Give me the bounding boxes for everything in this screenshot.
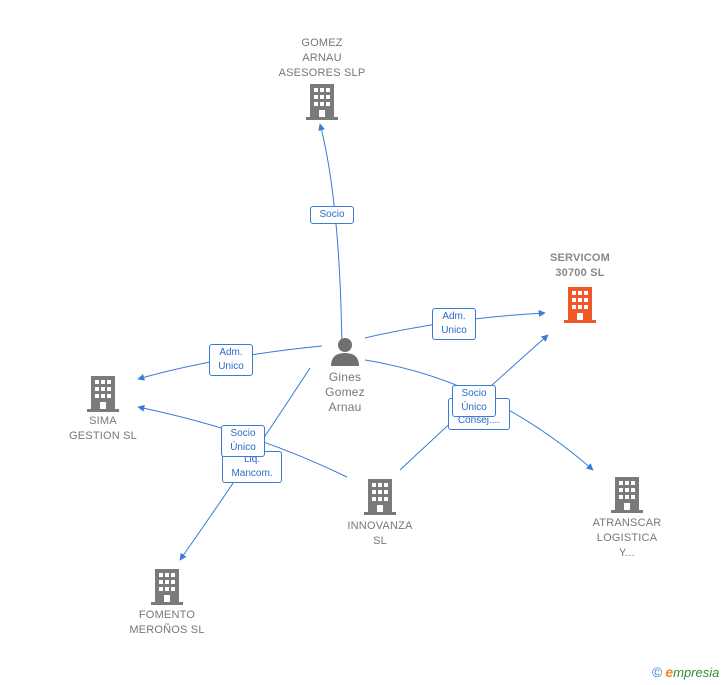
node-label: INNOVANZA SL — [347, 520, 413, 547]
footer-brand: ©empresia — [652, 664, 719, 680]
person-icon — [331, 338, 359, 366]
edge-label-adm-unico-sima[interactable]: Adm. Unico — [209, 344, 253, 376]
building-icon — [364, 479, 396, 515]
node-label: Gines Gomez Arnau — [325, 370, 365, 414]
edge-label-socio-unico-sima[interactable]: Socio Único — [221, 425, 265, 457]
building-icon — [564, 287, 596, 323]
building-icon — [151, 569, 183, 605]
node-label: ATRANSCAR LOGISTICA Y... — [592, 517, 662, 559]
node-label: SIMA GESTION SL — [68, 415, 138, 442]
edge-label-socio-gomez[interactable]: Socio — [310, 206, 354, 224]
node-label: SERVICOM 30700 SL — [549, 252, 611, 279]
building-icon — [87, 376, 119, 412]
edge-label-socio-unico-servicom[interactable]: Socio Único — [452, 385, 496, 417]
brand-name: mpresia — [673, 665, 720, 680]
node-label: GOMEZ ARNAU ASESORES SLP — [278, 37, 366, 79]
edge-gines-gomez — [318, 123, 343, 351]
building-icon — [611, 477, 643, 513]
building-icon — [306, 84, 338, 120]
node-label: FOMENTO MEROÑOS SL — [129, 609, 205, 636]
copyright-icon: © — [652, 664, 663, 680]
edge-label-adm-unico-servicom[interactable]: Adm. Unico — [432, 308, 476, 340]
brand-initial: e — [665, 664, 674, 680]
